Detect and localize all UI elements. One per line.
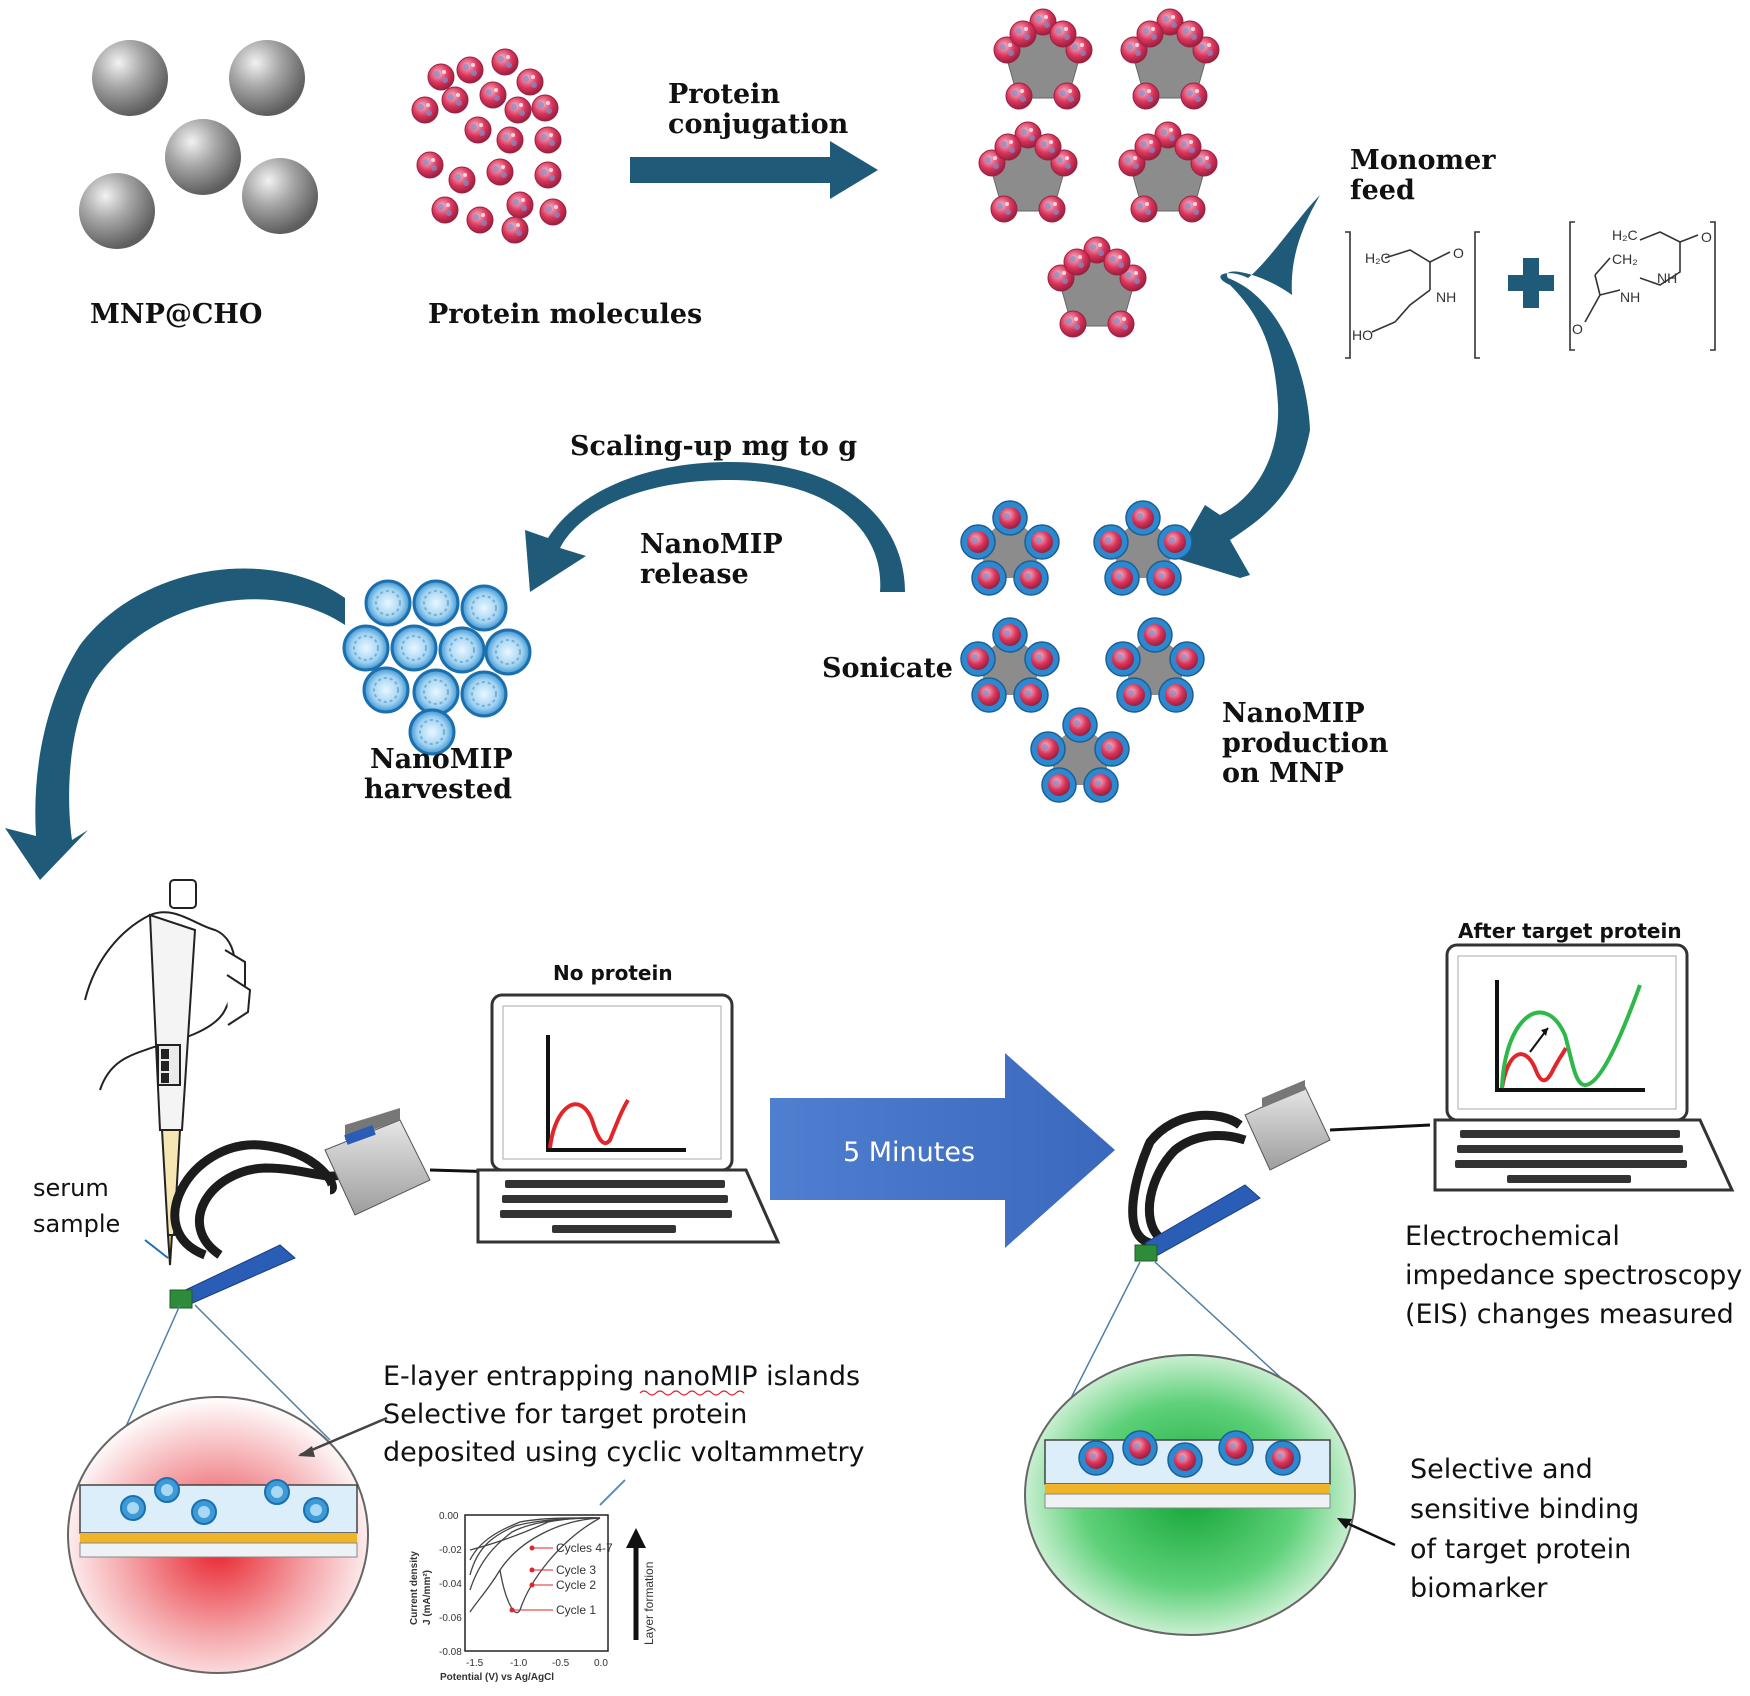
svg-text:0.0: 0.0	[594, 1658, 608, 1669]
cv-inset-labels: 0.00 -0.02 -0.04 -0.06 -0.08 -1.5 -1.0 -…	[409, 1511, 656, 1683]
svg-text:0.00: 0.00	[439, 1511, 459, 1522]
svg-text:H₂C: H₂C	[1365, 250, 1391, 266]
svg-text:Potential (V) vs Ag/AgCl: Potential (V) vs Ag/AgCl	[440, 1672, 554, 1683]
after-target-label: After target protein	[1458, 919, 1682, 943]
svg-text:H₂C: H₂C	[1612, 227, 1638, 243]
svg-text:CH₂: CH₂	[1612, 251, 1638, 267]
right-sensor-assembly	[1128, 1080, 1431, 1262]
svg-text:-0.02: -0.02	[439, 1545, 462, 1556]
nanomip-production-label-1: NanoMIP	[1222, 698, 1365, 729]
elayer-label-3: deposited using cyclic voltammetry	[383, 1437, 865, 1468]
elayer-label-2: Selective for target protein	[383, 1399, 747, 1430]
elayer-pointer-head	[298, 1446, 315, 1457]
svg-text:HO: HO	[1352, 327, 1373, 343]
monomer-2-structure	[1569, 221, 1716, 351]
nanomip-production-label-3: on MNP	[1222, 758, 1344, 789]
no-protein-eis-plot	[546, 1035, 686, 1152]
svg-text:O: O	[1572, 321, 1583, 337]
binding-label-1: Selective and	[1410, 1454, 1593, 1485]
svg-text:-0.5: -0.5	[552, 1658, 570, 1669]
eis-label-2: impedance spectroscopy	[1405, 1260, 1742, 1291]
nanomip-release-label-1: NanoMIP	[640, 529, 783, 560]
nanomip-on-mnp-group	[960, 500, 1205, 803]
monomer-feed-arrow	[1175, 195, 1320, 578]
left-laptop	[476, 993, 781, 1244]
harvest-to-sensor-arrow	[5, 568, 345, 880]
five-minutes-label: 5 Minutes	[843, 1137, 975, 1168]
plus-icon	[1508, 258, 1554, 308]
conjugation-arrow	[630, 141, 878, 199]
nanomip-harvested-label-2: harvested	[364, 774, 512, 805]
right-laptop	[1433, 943, 1735, 1192]
svg-text:-0.08: -0.08	[439, 1647, 462, 1658]
spellcheck-underline	[639, 1390, 745, 1396]
cv-pointer-arrow	[599, 1479, 626, 1506]
svg-text:-1.0: -1.0	[510, 1658, 528, 1669]
monomer-feed-label-1: Monomer	[1350, 145, 1496, 176]
svg-text:J (mA/mm²): J (mA/mm²)	[422, 1570, 433, 1625]
no-protein-label: No protein	[553, 961, 673, 985]
svg-text:Layer formation: Layer formation	[642, 1562, 656, 1645]
after-target-eis-plot	[1495, 980, 1645, 1092]
binding-pointer-line	[1339, 1518, 1396, 1547]
nanomip-release-arrow	[525, 462, 905, 592]
elayer-pointer-line	[299, 1416, 388, 1457]
svg-text:NH: NH	[1436, 289, 1456, 305]
right-electrode-ellipse	[1024, 1354, 1356, 1636]
binding-label-4: biomarker	[1410, 1573, 1548, 1604]
five-minutes-arrow	[770, 1053, 1115, 1248]
protein-molecules-cluster	[411, 48, 567, 244]
mnp-cho-spheres	[79, 40, 318, 249]
binding-label-2: sensitive binding	[1410, 1494, 1639, 1525]
svg-text:O: O	[1701, 229, 1712, 245]
eis-label-3: (EIS) changes measured	[1405, 1299, 1734, 1330]
svg-text:-1.5: -1.5	[466, 1658, 484, 1669]
binding-label-3: of target protein	[1410, 1534, 1631, 1565]
serum-label-2: sample	[33, 1210, 120, 1238]
protein-conjugation-label-1: Protein	[668, 79, 780, 110]
svg-text:NH: NH	[1620, 289, 1640, 305]
left-zoom-lines	[119, 1304, 331, 1441]
monomer-1-structure	[1345, 231, 1480, 359]
conjugated-mnp-group	[978, 8, 1220, 338]
nanomip-release-label-2: release	[640, 559, 749, 590]
svg-text:Cycle 1: Cycle 1	[556, 1603, 596, 1617]
svg-text:Cycle 3: Cycle 3	[556, 1563, 596, 1577]
protein-conjugation-label-2: conjugation	[668, 109, 849, 140]
scaling-up-label: Scaling-up mg to g	[570, 431, 857, 462]
svg-text:Cycle 2: Cycle 2	[556, 1578, 596, 1592]
svg-text:-0.06: -0.06	[439, 1613, 462, 1624]
svg-text:-0.04: -0.04	[439, 1579, 462, 1590]
svg-text:O: O	[1453, 245, 1464, 261]
monomer-1-atoms: H₂C O NH HO	[1352, 245, 1464, 343]
svg-text:Cycles 4-7: Cycles 4-7	[556, 1541, 613, 1555]
binding-pointer-head	[1337, 1518, 1352, 1529]
nanomip-production-label-2: production	[1222, 728, 1389, 759]
eis-label-1: Electrochemical	[1405, 1221, 1620, 1252]
left-sensor-assembly	[169, 1108, 501, 1309]
left-electrode-ellipse	[67, 1396, 369, 1674]
elayer-label-1: E-layer entrapping nanoMIP islands	[383, 1361, 860, 1392]
monomer-feed-label-2: feed	[1350, 175, 1415, 206]
nanomip-harvested-cluster	[342, 579, 532, 756]
svg-text:Current density: Current density	[409, 1551, 420, 1625]
nanomip-harvested-label-1: NanoMIP	[370, 744, 513, 775]
serum-label-1: serum	[33, 1174, 109, 1202]
sonicate-label: Sonicate	[822, 653, 953, 684]
cv-inset	[464, 1514, 646, 1652]
svg-text:NH: NH	[1657, 270, 1677, 286]
protein-molecules-label: Protein molecules	[428, 299, 702, 330]
mnp-cho-label: MNP@CHO	[90, 299, 262, 330]
serum-pointer-arrow	[144, 1239, 169, 1259]
pipette-hand	[84, 879, 252, 1266]
monomer-2-atoms: H₂C CH₂ O O NH NH	[1572, 227, 1712, 337]
